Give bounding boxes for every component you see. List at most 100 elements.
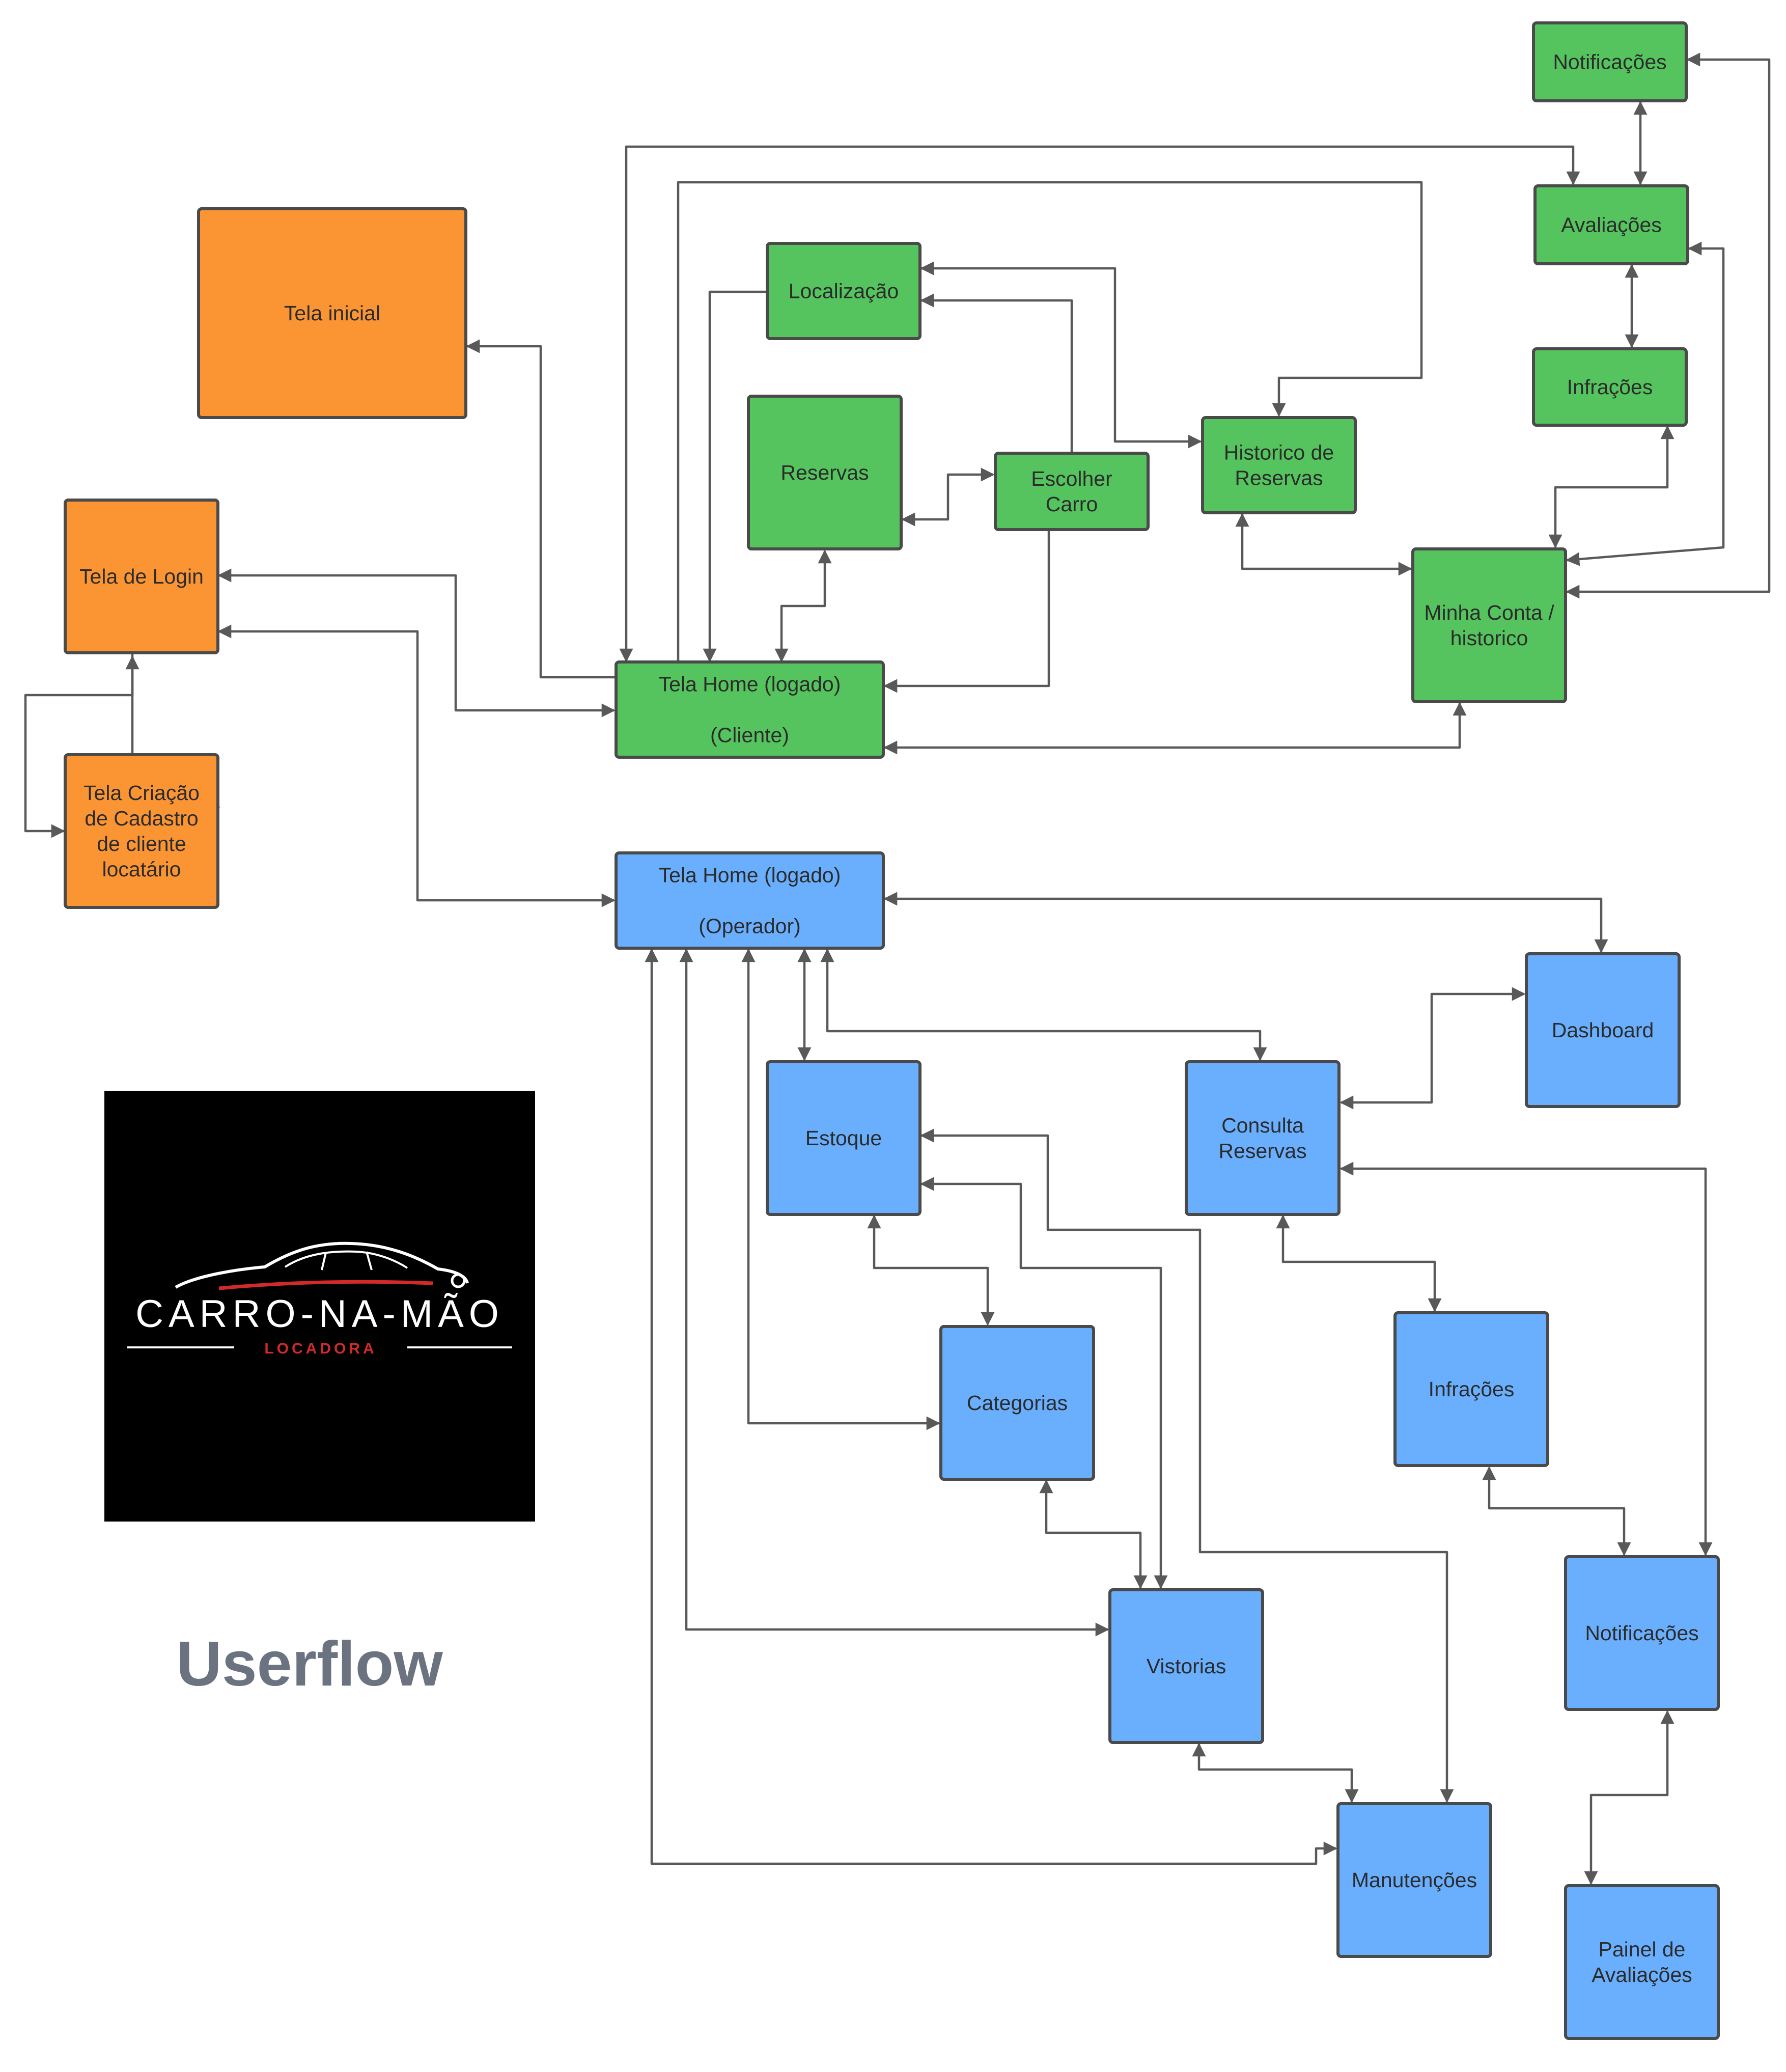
node-box	[1532, 347, 1688, 427]
node-label: Tela Criação	[83, 781, 200, 805]
connector-infracoes-operador-to-notificacoes-operador	[1482, 1466, 1631, 1556]
node-box	[1525, 952, 1681, 1108]
node-box	[747, 395, 903, 550]
node-label: (Cliente)	[710, 724, 789, 747]
node-infracoes-operador: Infrações	[1393, 1311, 1549, 1467]
connector-categorias-to-vistorias	[1039, 1479, 1148, 1589]
node-label: Carro	[1046, 492, 1098, 516]
node-label: Minha Conta /	[1424, 601, 1554, 624]
node-label: Tela inicial	[284, 301, 380, 325]
node-label: Notificações	[1553, 50, 1666, 74]
node-localizacao: Localização	[766, 242, 922, 340]
diagram-title: Userflow	[176, 1629, 443, 1699]
car-silhouette-icon	[175, 1241, 469, 1290]
node-label: Reservas	[1218, 1139, 1306, 1163]
node-label: Tela Home (logado)	[659, 673, 841, 696]
brand-logo: CARRO-NA-MÃO LOCADORA	[104, 1091, 535, 1522]
logo-wordmark: CARRO-NA-MÃO	[135, 1292, 504, 1336]
logo-tagline: LOCADORA	[264, 1340, 377, 1357]
connector-home-operador-to-consulta-reservas	[820, 948, 1267, 1061]
node-box	[1532, 21, 1688, 102]
node-box	[64, 753, 219, 909]
node-box	[939, 1325, 1095, 1481]
node-vistorias: Vistorias	[1108, 1588, 1264, 1744]
node-label: Reservas	[1235, 466, 1323, 490]
node-avaliacoes: Avaliações	[1533, 184, 1689, 265]
node-label: Tela Home (logado)	[659, 864, 841, 887]
node-box	[766, 1060, 922, 1216]
node-label: Manutenções	[1352, 1868, 1477, 1892]
node-label: Infrações	[1567, 375, 1653, 399]
node-label: Escolher	[1031, 467, 1112, 490]
connector-reservas-to-home-cliente	[774, 549, 832, 662]
connector-infracoes-cliente-to-minha-conta	[1548, 425, 1675, 548]
node-box	[1411, 547, 1567, 703]
node-notificacoes-cliente: Notificações	[1532, 21, 1688, 102]
node-box	[615, 851, 885, 950]
connector-historico-reservas-to-minha-conta	[1235, 513, 1412, 576]
node-box	[615, 660, 885, 759]
connector-home-cliente-to-historico-reservas	[677, 181, 1423, 661]
connector-home-operador-to-manutencoes	[645, 948, 1337, 1865]
logo-background	[104, 1091, 535, 1522]
node-label: Reservas	[780, 461, 869, 484]
node-reservas: Reservas	[747, 395, 903, 550]
connector-home-cliente-to-tela-inicial	[466, 339, 616, 679]
node-box	[994, 452, 1150, 531]
node-label: Vistorias	[1147, 1654, 1226, 1678]
connector-escolher-carro-to-localizacao	[920, 293, 1073, 453]
connector-home-cliente-to-minha-conta	[883, 702, 1467, 755]
node-dashboard: Dashboard	[1525, 952, 1681, 1108]
node-box	[197, 207, 467, 419]
connector-estoque-to-categorias	[867, 1214, 995, 1326]
node-label: Painel de	[1599, 1938, 1686, 1961]
connector-localizacao-to-historico-reservas	[920, 261, 1202, 449]
node-home-operador: Tela Home (logado) (Operador)	[615, 851, 885, 950]
node-label: Avaliações	[1561, 213, 1662, 237]
node-tela-login: Tela de Login	[64, 499, 219, 654]
node-box	[1336, 1802, 1492, 1958]
node-label: Estoque	[805, 1126, 882, 1150]
node-box	[1564, 1555, 1720, 1711]
node-label: Consulta	[1221, 1114, 1304, 1137]
node-categorias: Categorias	[939, 1325, 1095, 1481]
node-label: de cliente	[97, 832, 186, 855]
node-box	[1533, 184, 1689, 265]
node-box	[1564, 1884, 1720, 2040]
node-box	[64, 499, 219, 654]
node-label: locatário	[102, 858, 181, 881]
node-label: Infrações	[1429, 1377, 1515, 1401]
node-label: (Operador)	[699, 915, 801, 938]
node-estoque: Estoque	[766, 1060, 922, 1216]
connector-reservas-to-escolher-carro	[901, 467, 995, 527]
node-box	[1201, 416, 1357, 514]
connector-escolher-carro-to-home-cliente	[883, 530, 1050, 693]
node-infracoes-cliente: Infrações	[1532, 347, 1688, 427]
node-notificacoes-operador: Notificações	[1564, 1555, 1720, 1711]
node-label: Avaliações	[1592, 1963, 1692, 1986]
connector-layer	[24, 52, 1771, 1885]
connector-notificacoes-cliente-to-minha-conta	[1566, 52, 1771, 599]
node-box	[1185, 1060, 1341, 1216]
connector-notificacoes-operador-to-painel-avaliacoes	[1584, 1710, 1675, 1885]
node-label: Dashboard	[1552, 1018, 1654, 1042]
node-label: de Cadastro	[85, 807, 198, 830]
node-manutencoes: Manutenções	[1336, 1802, 1492, 1958]
connector-consulta-reservas-to-infracoes-operador	[1276, 1214, 1442, 1312]
node-home-cliente: Tela Home (logado) (Cliente)	[615, 660, 885, 759]
node-label: Notificações	[1585, 1621, 1698, 1645]
node-label: historico	[1450, 626, 1528, 650]
connector-vistorias-to-manutencoes	[1192, 1743, 1359, 1803]
connector-consulta-reservas-to-notificacoes-operador	[1340, 1162, 1713, 1556]
node-box	[1393, 1311, 1549, 1467]
node-tela-inicial: Tela inicial	[197, 207, 467, 419]
node-box	[766, 242, 922, 340]
node-label: Tela de Login	[79, 565, 204, 588]
connector-tela-login-to-tela-cadastro	[24, 655, 139, 838]
connector-home-operador-to-dashboard	[883, 892, 1608, 953]
